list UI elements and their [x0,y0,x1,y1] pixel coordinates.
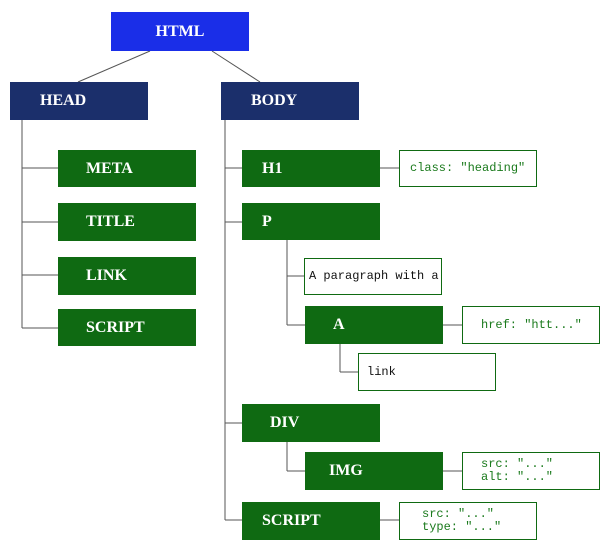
attr-h1-class: class: "heading" [399,150,537,187]
attr-a-href-text: href: "htt..." [481,317,582,332]
node-div: DIV [242,404,380,442]
attr-script: src: "..." type: "..." [399,502,537,540]
text-node-paragraph: A paragraph with a [304,258,442,295]
node-head-script: SCRIPT [58,309,196,346]
node-html: HTML [111,12,249,51]
attr-a-href: href: "htt..." [462,306,600,344]
attr-script-type: type: "..." [422,520,502,534]
node-img: IMG [305,452,443,490]
node-head: HEAD [10,82,148,120]
node-title: TITLE [58,203,196,241]
text-paragraph: A paragraph with a [309,269,439,283]
attr-img-src: src: "..." [481,457,554,471]
text-link: link [367,364,396,379]
node-body: BODY [221,82,359,120]
attr-h1-class-text: class: "heading" [410,161,526,175]
text-node-link: link [358,353,496,391]
node-body-script: SCRIPT [242,502,380,540]
attr-img-alt: alt: "..." [481,470,554,484]
node-link: LINK [58,257,196,295]
node-a: A [305,306,443,344]
node-p: P [242,203,380,240]
attr-img: src: "..." alt: "..." [462,452,600,490]
node-meta: META [58,150,196,187]
attr-script-src: src: "..." [422,507,495,521]
node-h1: H1 [242,150,380,187]
